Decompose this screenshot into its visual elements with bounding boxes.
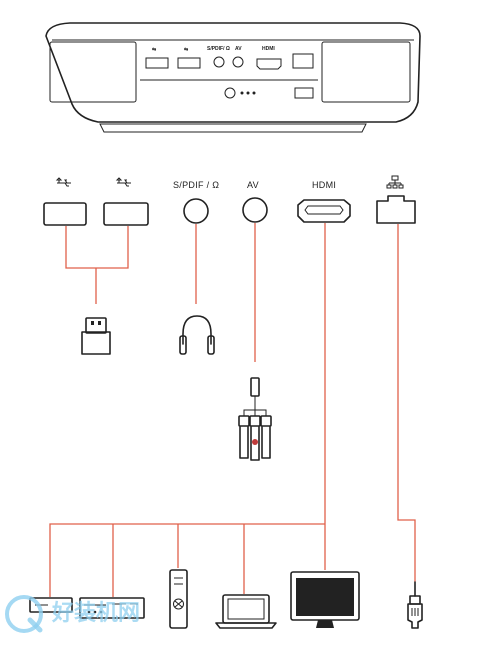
- dvd-player-icon: [79, 597, 145, 619]
- panel-hdmi-label: HDMI: [262, 46, 275, 52]
- rca-cable-icon: [238, 377, 272, 461]
- laptop-icon: [215, 594, 277, 629]
- panel-lan-port: [292, 53, 314, 69]
- panel-av-label: AV: [235, 46, 242, 52]
- watermark: 好装机网: [5, 595, 140, 633]
- ethernet-plug-icon: [407, 581, 423, 629]
- usb-icon: [55, 177, 71, 187]
- panel-spdif-port: [213, 56, 225, 68]
- av-label: AV: [247, 180, 259, 190]
- panel-power-port: [224, 87, 236, 99]
- usb-icon: [115, 177, 131, 187]
- panel-switch: [294, 87, 314, 99]
- usb-flash-drive-icon: [81, 317, 111, 355]
- av-port: [242, 197, 268, 223]
- monitor-icon: [290, 571, 360, 628]
- projector-rear-panel: ⇆ ⇆ S/PDIF/ Ω AV HDMI: [45, 22, 421, 133]
- panel-usb-symbol-1: ⇆: [152, 46, 157, 53]
- game-console-icon: [169, 569, 188, 629]
- panel-hdmi-port: [256, 58, 282, 70]
- network-icon: [386, 175, 404, 189]
- hdmi-label: HDMI: [312, 180, 336, 190]
- lan-port: [376, 195, 416, 224]
- panel-usb-port-2: [177, 57, 201, 69]
- panel-av-port: [232, 56, 244, 68]
- spdif-label: S/PDIF / Ω: [173, 180, 219, 190]
- panel-usb-symbol-2: ⇆: [184, 46, 189, 53]
- left-vent: [49, 41, 137, 103]
- wires: [49, 223, 416, 597]
- right-vent: [321, 41, 411, 103]
- hdmi-port: [297, 199, 351, 223]
- spdif-port: [183, 198, 209, 224]
- watermark-text: 好装机网: [51, 600, 140, 626]
- usb-port-2: [103, 202, 149, 226]
- usb-port-1: [43, 202, 87, 226]
- panel-usb-port-1: [145, 57, 169, 69]
- headphones-icon: [179, 315, 215, 355]
- panel-spdif-label: S/PDIF/ Ω: [207, 46, 230, 52]
